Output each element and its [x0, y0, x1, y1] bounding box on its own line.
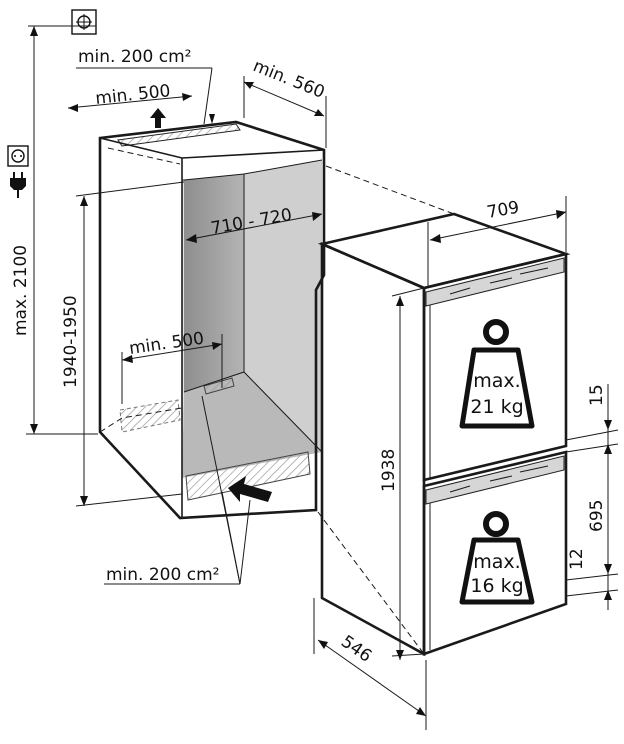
bottom-weight-line2: 16 kg [470, 575, 523, 597]
gap-bottom-label: 12 [567, 548, 587, 570]
bottom-weight-line1: max. [473, 551, 520, 573]
niche-height-label: 1940-1950 [61, 295, 81, 388]
vent-bottom-area-label: min. 200 cm² [106, 565, 219, 585]
weight-icon: max. 21 kg [459, 319, 535, 429]
niche-depth-label: min. 560 [250, 56, 327, 103]
vent-top-area-label: min. 200 cm² [78, 47, 191, 67]
vent-top-depth-label: min. 500 [94, 81, 171, 109]
circle-cross-icon [71, 9, 97, 35]
airflow-in-arrow [228, 476, 272, 502]
weight-icon: max. 16 kg [459, 511, 535, 605]
appliance-width-label: 709 [485, 198, 520, 223]
appliance-height-label: 1938 [379, 449, 399, 492]
niche-outline [98, 120, 326, 520]
niche-inner-side [244, 160, 322, 452]
niche-inner-back [184, 174, 244, 392]
socket-icon [7, 145, 29, 167]
arrowheads [30, 26, 612, 716]
top-weight-line2: 21 kg [470, 396, 523, 418]
dimension-lines [26, 25, 619, 730]
max-height-label: max. 2100 [11, 245, 31, 336]
lower-door-label: 695 [587, 500, 607, 532]
gap-top-label: 15 [587, 384, 607, 406]
niche-inner-floor [182, 372, 322, 478]
top-weight-line1: max. [473, 370, 520, 392]
appliance-depth-label: 546 [337, 632, 375, 667]
fridge-lower-door [422, 450, 568, 656]
bottom-vent-grille [185, 451, 311, 501]
airflow-up-arrow [150, 108, 166, 128]
fridge-appliance [317, 212, 571, 657]
plug-icon [10, 172, 26, 198]
top-vent-grille [117, 123, 241, 147]
fridge-upper-door [422, 252, 568, 482]
niche-cabinet [98, 120, 326, 520]
fridge-side [320, 242, 426, 657]
